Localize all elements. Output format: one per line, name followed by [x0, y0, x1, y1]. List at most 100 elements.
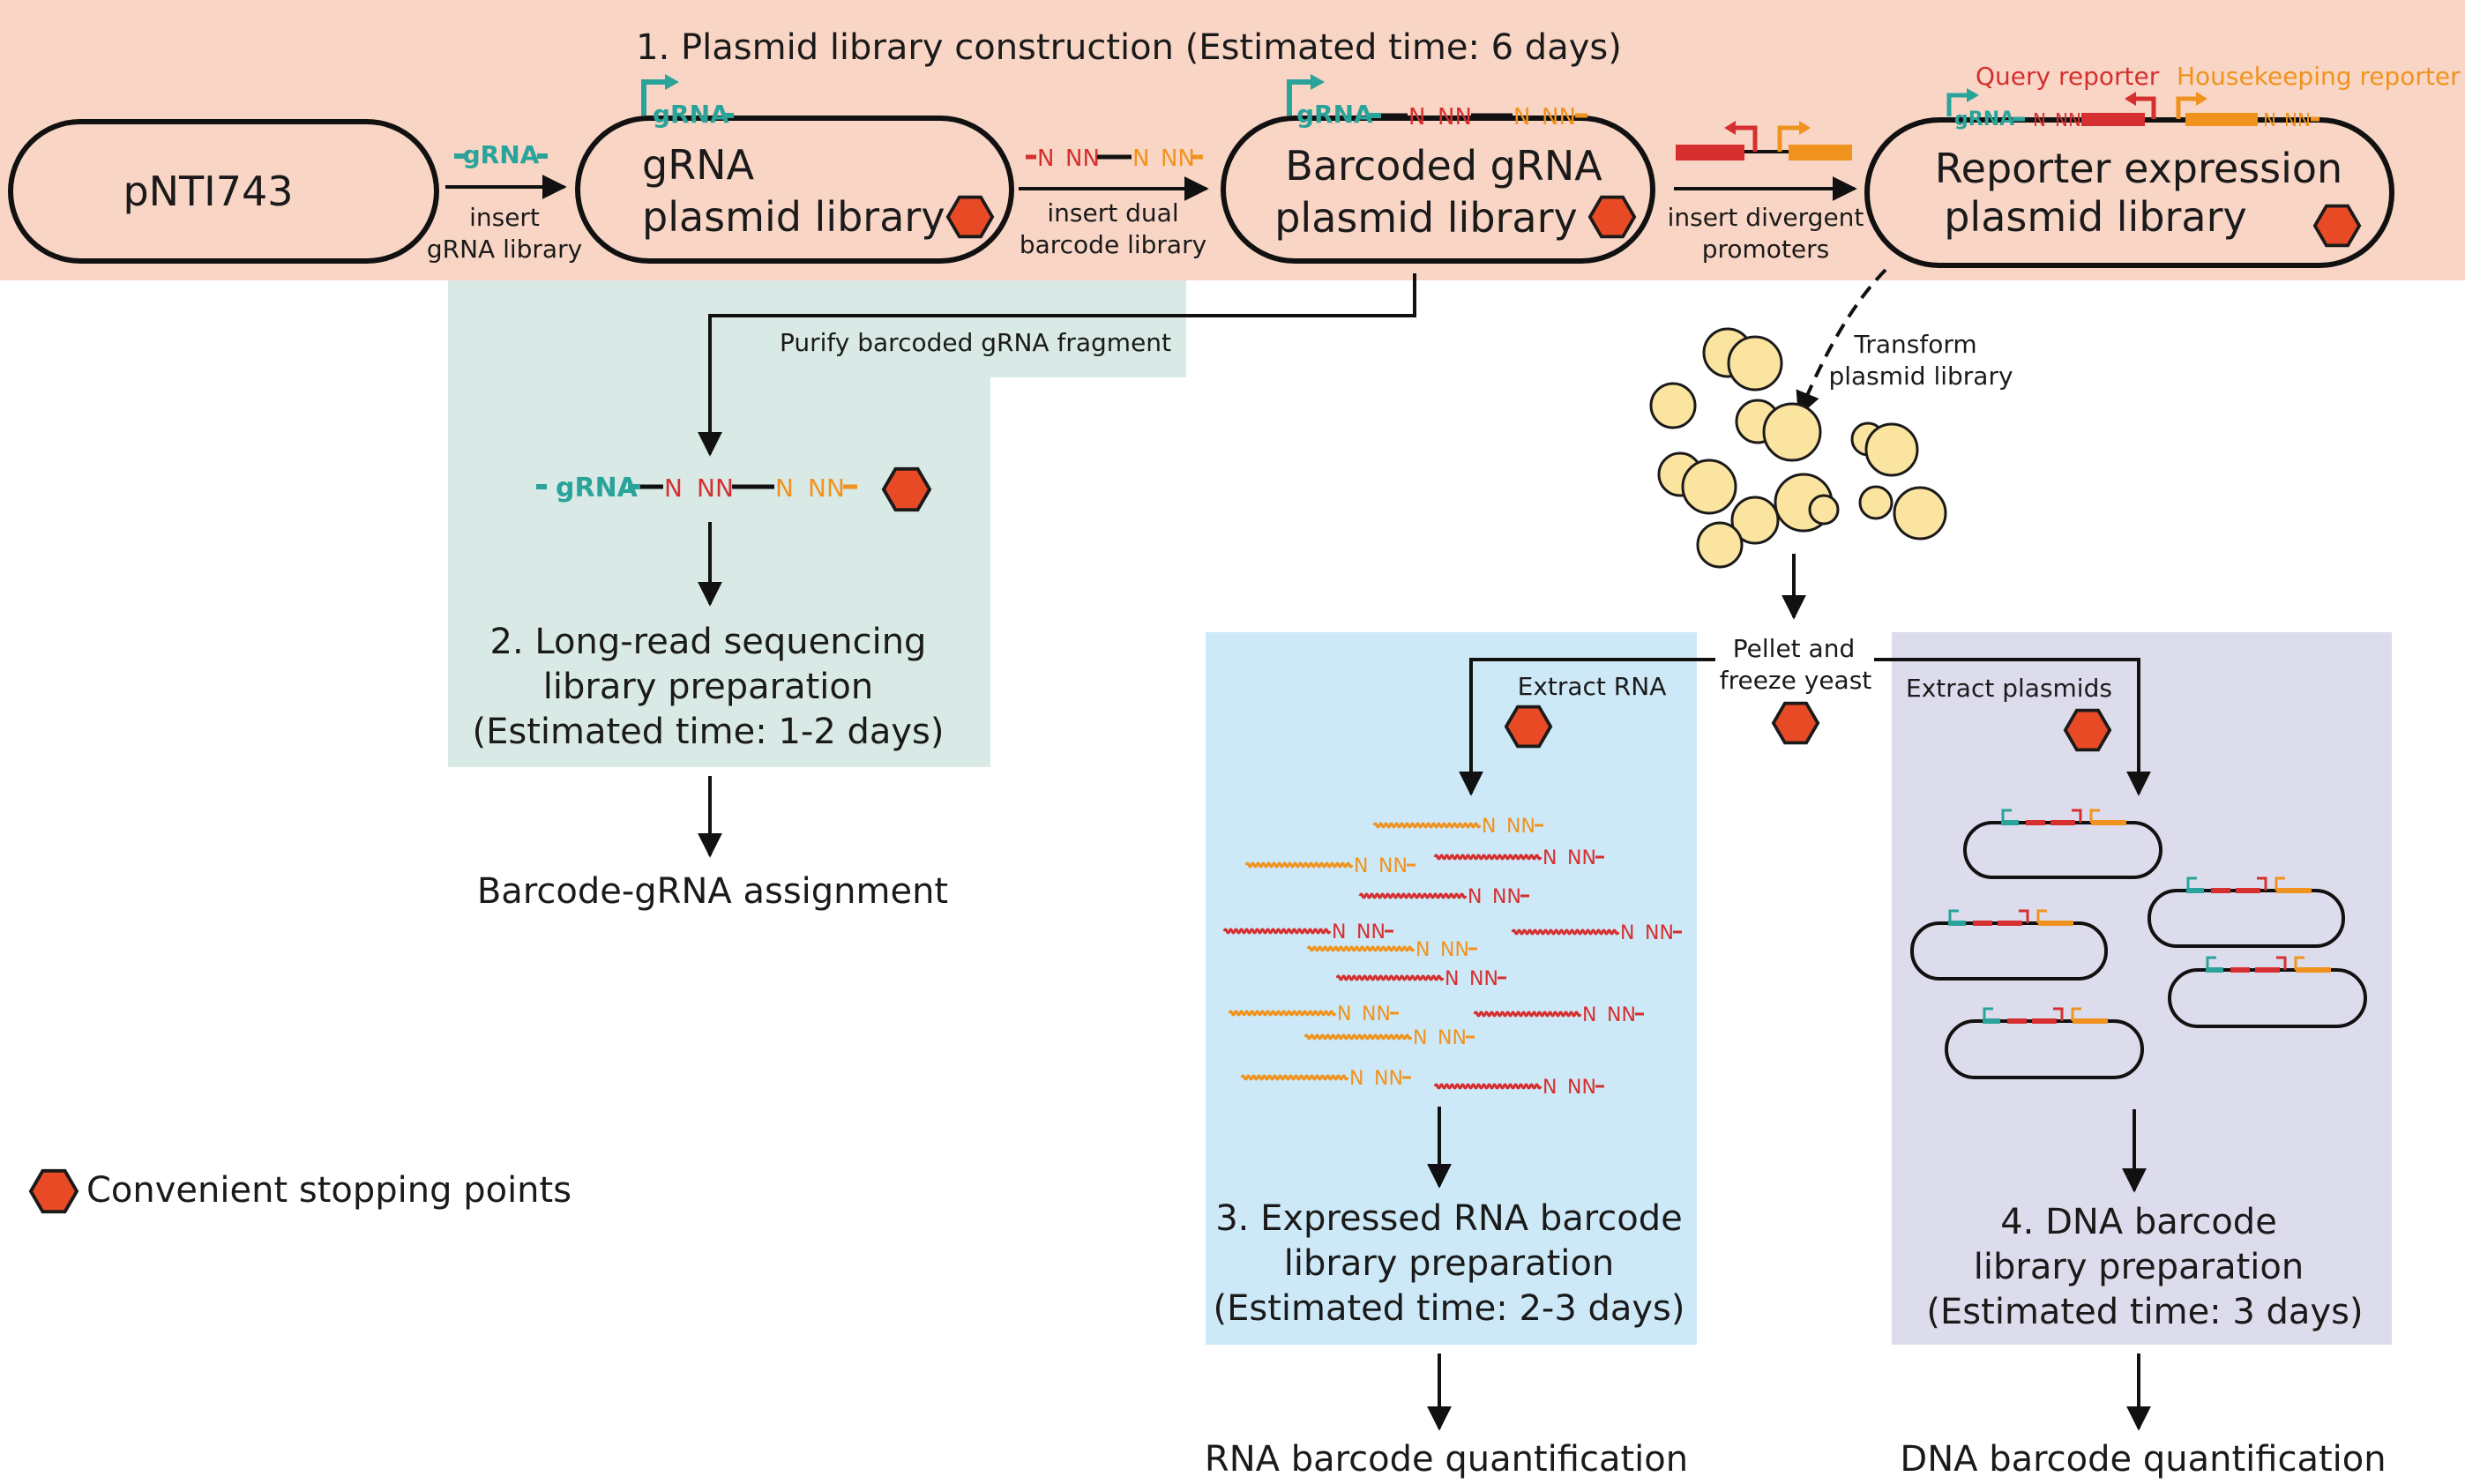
svg-text:N: N — [2263, 109, 2276, 131]
output-dna-quant: DNA barcode quantification — [1900, 1439, 2386, 1480]
mini-cassette-part — [2026, 820, 2045, 825]
mini-cassette-part — [2276, 888, 2312, 893]
rna-transcript-wave — [1433, 1083, 1542, 1090]
grna-promoter-arrow-2 — [1287, 79, 1312, 116]
mini-cassette-part — [2071, 1007, 2081, 1021]
mini-cassette-part — [2001, 820, 2019, 825]
svg-text:NN: NN — [1542, 104, 1576, 131]
rna-barcode-n: N — [1416, 939, 1430, 961]
rna-barcode-n: N — [1542, 847, 1557, 869]
rna-transcript-wave — [1433, 854, 1542, 861]
rna-barcode-nn: NN — [1378, 855, 1408, 877]
rna-barcode-n: N — [1413, 1027, 1427, 1049]
insert-grna-label-1: insert — [469, 203, 540, 232]
rna-barcode-nn: NN — [1492, 886, 1521, 908]
rna-transcript-wave — [1222, 928, 1332, 935]
rna-barcode-nn: NN — [1362, 1003, 1391, 1025]
mini-cassette-part — [2019, 909, 2029, 923]
mini-cassette-part — [2036, 909, 2047, 923]
mini-cassette-part — [2072, 809, 2082, 823]
insert-promoters-label-2: promoters — [1702, 235, 1830, 264]
mini-cassette-part — [2236, 888, 2260, 893]
stop-hex-3 — [2312, 204, 2362, 248]
mini-cassette-part — [2186, 888, 2204, 893]
arrow-purify — [698, 273, 1416, 457]
svg-text:NN: NN — [697, 474, 734, 503]
stop-hex-4 — [881, 466, 932, 512]
pellet-label-1: Pellet and — [1733, 634, 1855, 663]
svg-text:gRNA: gRNA — [556, 473, 639, 503]
rna-barcode-n: N — [1354, 855, 1368, 877]
svg-text:N: N — [1132, 145, 1149, 172]
rna-transcript-wave — [1303, 1033, 1413, 1040]
plasmid-grna-label-1: gRNA — [642, 141, 755, 189]
mini-cassette-part — [1948, 921, 1966, 926]
arrow-extract-rna — [1459, 658, 1715, 796]
rna-barcode-n: N — [1332, 921, 1346, 943]
mini-cassette-part — [2001, 809, 2012, 823]
mini-cassette-part — [2089, 809, 2100, 823]
stage2-line2: library preparation — [543, 667, 873, 707]
rna-transcript-wave — [1228, 1010, 1337, 1017]
divergent-promoters-fragment — [1676, 121, 1852, 160]
rna-barcode-nn: NN — [1567, 1077, 1596, 1099]
stage4-line1: 4. DNA barcode — [2000, 1202, 2277, 1242]
svg-text:N: N — [1037, 145, 1054, 172]
plasmid-grna-library — [575, 116, 1014, 264]
mini-cassette-part — [2206, 967, 2223, 973]
mini-cassette-part — [1948, 909, 1959, 923]
rna-barcode-nn: NN — [1374, 1068, 1403, 1090]
stop-hex-7 — [2063, 708, 2112, 752]
dual-barcode-fragment: N NN N NN — [1026, 145, 1203, 172]
svg-text:NN: NN — [1161, 145, 1195, 172]
mini-cassette-part — [2073, 1018, 2108, 1024]
plasmid-pnti743 — [8, 119, 439, 264]
rna-transcript-wave — [1244, 861, 1354, 869]
rna-barcode-n: N — [1445, 968, 1459, 990]
mini-cassette-part — [2206, 956, 2216, 970]
svg-text:NN: NN — [2284, 109, 2311, 131]
stage3-line1: 3. Expressed RNA barcode — [1215, 1198, 1683, 1239]
rna-transcript-wave — [1372, 822, 1482, 829]
mini-cassette-part — [2211, 888, 2230, 893]
insert-grna-label-2: gRNA library — [427, 235, 582, 264]
mini-cassette-part — [2296, 967, 2331, 973]
rna-barcode-nn: NN — [1506, 816, 1535, 838]
mini-cassette-part — [2186, 876, 2197, 891]
svg-text:NN: NN — [808, 474, 845, 503]
stop-hex-6 — [1504, 705, 1553, 749]
rna-transcript-wave — [1473, 1010, 1582, 1018]
rna-barcode-n: N — [1542, 1077, 1557, 1099]
grna-promoter-head-1 — [665, 74, 679, 90]
stage4-panel — [1892, 632, 2392, 1345]
rna-transcript-wave — [1240, 1074, 1349, 1081]
rna-barcode-n: N — [1620, 922, 1634, 944]
stage3-line2: library preparation — [1284, 1243, 1614, 1284]
mini-cassette-part — [2294, 956, 2304, 970]
rna-barcode-nn: NN — [1567, 847, 1596, 869]
mini-cassette-part — [2032, 1018, 2057, 1024]
rna-transcript-wave — [1306, 945, 1416, 952]
svg-text:gRNA: gRNA — [1954, 108, 2014, 131]
mini-cassette-part — [1983, 1018, 2000, 1024]
stop-hex-1 — [945, 195, 995, 239]
mini-cassette-part — [2276, 956, 2287, 970]
rna-barcode-n: N — [1482, 816, 1496, 838]
svg-text:gRNA: gRNA — [1296, 100, 1373, 129]
arrow-extract-plasmids — [1874, 658, 2151, 796]
stage2-panel — [448, 280, 1186, 767]
mini-cassette-part — [1973, 921, 1992, 926]
transform-label-2: plasmid library — [1828, 362, 2013, 391]
legend-stop-label: Convenient stopping points — [86, 1170, 571, 1211]
extract-plasmids-label: Extract plasmids — [1906, 674, 2112, 703]
stage4-line3: (Estimated time: 3 days) — [1926, 1292, 2363, 1332]
grna-promoter-head-2 — [1311, 74, 1325, 90]
rna-barcode-nn: NN — [1438, 1027, 1467, 1049]
rna-barcode-n: N — [1337, 1003, 1351, 1025]
svg-text:N: N — [1408, 104, 1425, 131]
mini-cassette-part — [2053, 1007, 2064, 1021]
housekeeping-reporter-label: Housekeeping reporter — [2177, 62, 2461, 91]
svg-text:NN: NN — [1438, 104, 1472, 131]
stage3-line3: (Estimated time: 2-3 days) — [1213, 1288, 1684, 1329]
